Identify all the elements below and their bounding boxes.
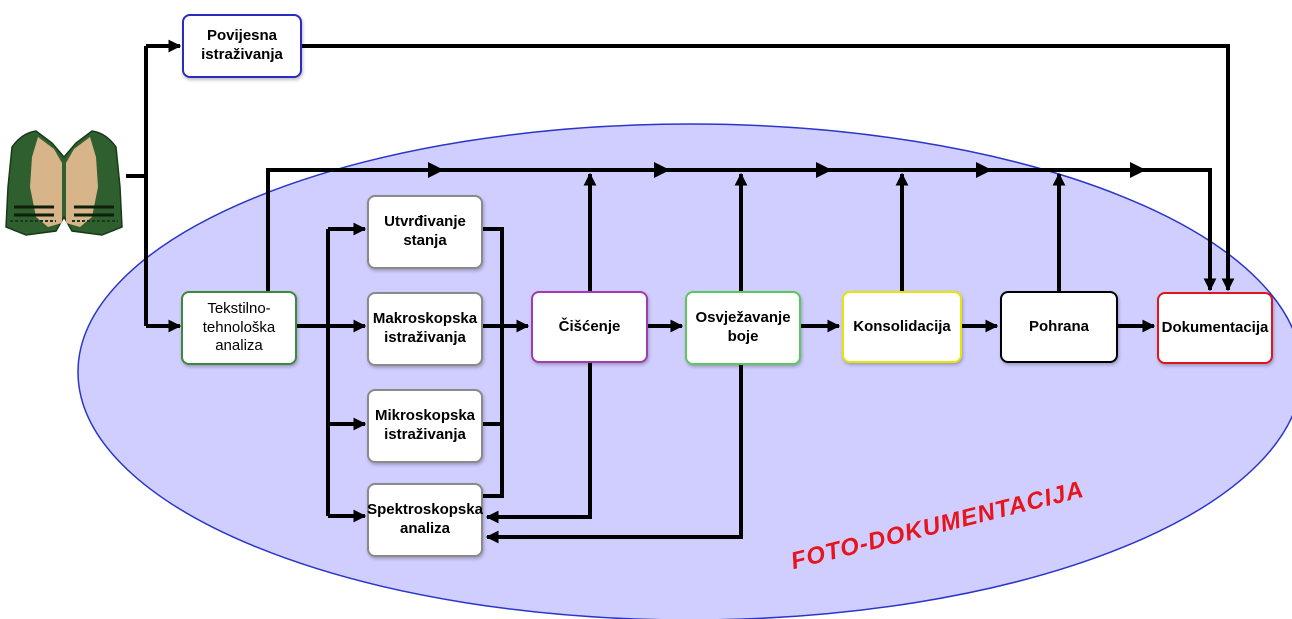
box-mikroskopska-istrazivanja: Mikroskopska istraživanja [367,389,483,463]
connector-utvrdivanje-out [483,227,504,498]
arrow-povijesna-to-dokumentacija [300,44,1235,292]
feedback-ciscenje-to-spektroskopska [485,362,592,524]
top-line-arrowhead [816,162,832,178]
box-dokumentacija: Dokumentacija [1157,292,1273,364]
box-osvjezavanje-boje: Osvježavanje boje [685,291,801,365]
box-makroskopska-istrazivanja: Makroskopska istraživanja [367,292,483,366]
box-konsolidacija: Konsolidacija [842,291,962,363]
box-utvrdivanje-stanja: Utvrđivanje stanja [367,195,483,269]
box-pohrana: Pohrana [1000,291,1118,363]
feedback-osvjezavanje-to-spektroskopska [485,362,743,544]
top-line-arrowhead [654,162,670,178]
foto-dokumentacija-region [77,123,1292,619]
box-spektroskopska-analiza: Spektroskopska analiza [367,483,483,557]
box-tekstilno-tehnoloska-analiza: Tekstilno- tehnološka analiza [181,291,297,365]
top-line-arrowhead [976,162,992,178]
box-ciscenje: Čišćenje [531,291,648,363]
box-povijesna-istrazivanja: Povijesna istraživanja [182,14,302,78]
top-line-arrowhead [428,162,444,178]
top-flow-line [266,168,1217,292]
top-line-arrowhead [1130,162,1146,178]
vest-image [5,130,123,236]
